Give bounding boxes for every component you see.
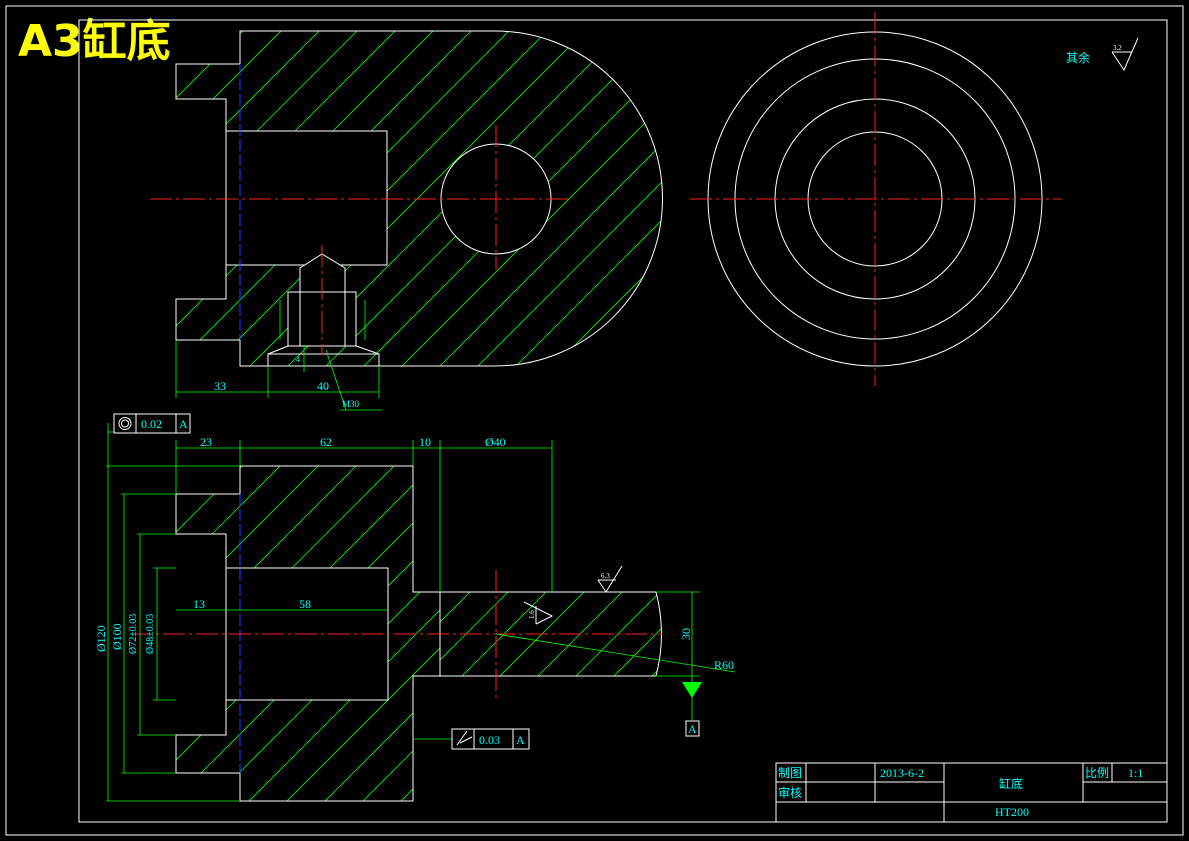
dim-dia120: Ø120	[94, 625, 108, 652]
hatch-line	[320, 466, 440, 801]
hatch-line	[176, 31, 247, 366]
hatch-line	[244, 466, 440, 801]
runout-icon	[456, 730, 473, 746]
hatch-line	[473, 31, 663, 366]
hatch-line	[176, 31, 323, 366]
title-block: 制图 审核 2013-6-2 缸底 HT200 比例 1:1	[775, 762, 1168, 823]
top-view-dimensions	[175, 340, 382, 411]
part-name: 缸底	[999, 776, 1023, 791]
face-roughness-symbol: 6.3	[597, 565, 623, 593]
hatch-line	[435, 31, 663, 366]
dim-r60: R60	[714, 658, 734, 672]
dim-dia48: Ø48±0.03	[145, 614, 156, 654]
dim-13: 13	[193, 597, 205, 611]
scale-value: 1:1	[1128, 766, 1143, 780]
dim-d40: Ø40	[485, 435, 506, 449]
front-view-dimension-lines	[106, 423, 736, 802]
side-view	[690, 12, 1062, 386]
concentricity-datum: A	[179, 417, 188, 431]
runout-datum: A	[516, 733, 525, 747]
general-roughness-note: 其余 3.2	[1066, 37, 1139, 72]
hatch-line	[440, 592, 475, 676]
dim-m30: M30	[342, 399, 360, 409]
hatch-line	[549, 31, 663, 366]
hatch-line	[176, 466, 247, 801]
threaded-port	[267, 253, 380, 367]
hatch-line	[176, 466, 285, 801]
dim-4: 4	[296, 355, 300, 364]
datum-label: A	[688, 722, 697, 736]
scale-label: 比例	[1085, 766, 1109, 780]
roughness-general-value: 3.2	[1113, 44, 1122, 52]
date: 2013-6-2	[880, 766, 924, 780]
dim-40-top: 40	[317, 379, 329, 393]
top-view: 33 40 M30 4	[0, 28, 663, 411]
dim-10: 10	[419, 435, 431, 449]
face-roughness-value: 6.3	[601, 572, 610, 580]
hatch-line	[511, 31, 663, 366]
bore-roughness-symbol: 1.6	[523, 601, 554, 625]
sheet-title: A3缸底	[18, 16, 171, 67]
inner-frame	[78, 19, 1168, 823]
runout-tolerance-frame: 0.03 A	[451, 728, 530, 750]
dim-dia72: Ø72±0.03	[128, 614, 139, 654]
hatch-line	[397, 31, 663, 366]
dim-58: 58	[299, 597, 311, 611]
dim-33: 33	[214, 379, 226, 393]
runout-value: 0.03	[479, 733, 500, 747]
check-label: 审核	[778, 785, 802, 800]
dim-23: 23	[200, 435, 212, 449]
dim-62: 62	[320, 435, 332, 449]
hatch-line	[282, 466, 440, 801]
drawn-label: 制图	[778, 766, 802, 780]
hatch-line	[609, 592, 662, 676]
concentricity-tolerance-frame: 0.02 A	[113, 413, 191, 434]
outer-frame	[5, 5, 1184, 836]
datum-symbol: A	[682, 682, 702, 737]
hatch-line	[176, 466, 323, 801]
hatch-line	[176, 31, 285, 366]
concentricity-icon	[118, 417, 132, 430]
front-view: 23 62 10 Ø40 13 58 30 R60 Ø120 Ø100 Ø72±…	[94, 413, 736, 802]
material: HT200	[995, 805, 1029, 819]
dim-dia100: Ø100	[110, 623, 124, 650]
roughness-general-label: 其余	[1066, 50, 1090, 65]
hatch-line	[0, 28, 170, 370]
dim-30: 30	[679, 628, 693, 640]
bore-roughness-value: 1.6	[528, 610, 536, 619]
concentricity-value: 0.02	[141, 417, 162, 431]
